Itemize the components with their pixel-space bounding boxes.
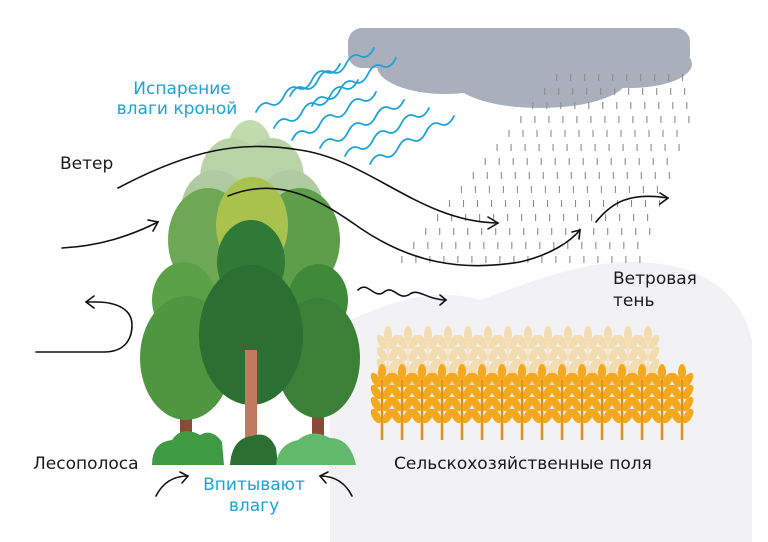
label-fields: Сельскохозяйственные поля <box>394 454 652 474</box>
label-wind-shadow-line1: Ветровая <box>613 269 697 289</box>
cloud-icon <box>348 28 692 108</box>
wheat-stalk <box>450 364 474 440</box>
evaporation-wave <box>369 115 455 165</box>
wheat-icon <box>370 326 694 440</box>
label-wind-shadow-line2: тень <box>613 291 655 311</box>
tree-icon <box>199 220 303 443</box>
label-absorb-line2: влагу <box>228 496 280 516</box>
label-wind: Ветер <box>60 154 114 174</box>
evaporation-waves <box>255 47 455 165</box>
evaporation-wave <box>344 107 430 157</box>
wheat-stalk <box>670 364 694 440</box>
wheat-stalk <box>550 364 574 440</box>
label-evaporation-line2: влаги кроной <box>116 99 238 119</box>
wheat-stalk <box>510 364 534 440</box>
evaporation-wave <box>289 47 375 97</box>
evaporation-wave <box>311 57 397 107</box>
wheat-stalk <box>370 364 394 440</box>
wheat-stalk <box>590 364 614 440</box>
wheat-stalk <box>630 364 654 440</box>
bush-icon <box>152 431 356 465</box>
wheat-stalk <box>530 364 554 440</box>
label-absorb-line1: Впитывают <box>203 475 305 495</box>
wheat-stalk <box>490 364 514 440</box>
wheat-stalk <box>570 364 594 440</box>
wheat-stalk <box>610 364 634 440</box>
wheat-stalk <box>470 364 494 440</box>
wheat-stalk <box>636 326 660 386</box>
wheat-stalk <box>650 364 674 440</box>
wheat-stalk <box>410 364 434 440</box>
evaporation-wave <box>319 99 405 149</box>
wind-arrow-icon <box>35 145 670 497</box>
label-forest-belt: Лесополоса <box>33 454 139 474</box>
wheat-stalk <box>430 364 454 440</box>
wheat-stalk <box>390 364 414 440</box>
evaporation-wave <box>291 91 377 141</box>
evaporation-wave <box>273 79 359 129</box>
label-evaporation-line1: Испарение <box>133 79 231 99</box>
